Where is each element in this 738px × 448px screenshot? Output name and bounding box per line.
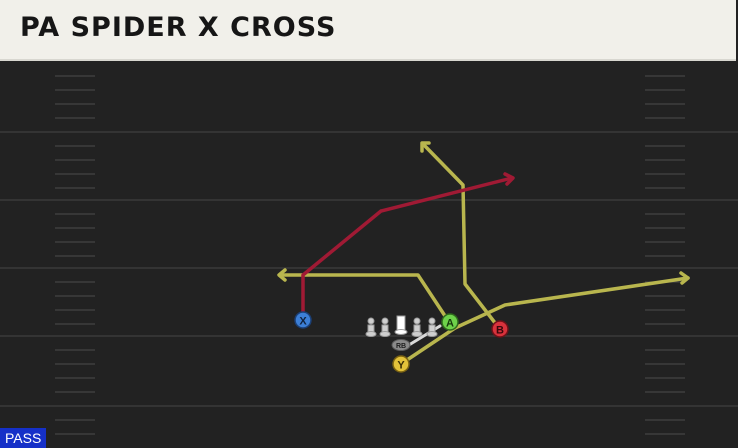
arrowhead-b — [420, 141, 431, 153]
player-a-label: A — [446, 318, 454, 330]
lineman-icon — [379, 317, 391, 337]
route-y — [399, 276, 690, 366]
route-x — [301, 176, 514, 322]
arrowhead-a — [277, 268, 287, 282]
player-x-label: X — [299, 316, 307, 328]
player-y-label: Y — [397, 360, 405, 372]
hash-marks — [55, 75, 685, 435]
arrowhead-x — [503, 172, 515, 186]
route-b — [421, 142, 501, 330]
title-bar: PA SPIDER X CROSS — [0, 0, 736, 61]
play-type-badge: PASS — [0, 428, 47, 448]
player-y: Y — [392, 355, 410, 373]
player-b-icon — [491, 320, 509, 338]
route-a — [278, 273, 451, 324]
player-b: B — [491, 320, 509, 338]
player-a: A — [441, 313, 459, 331]
offensive-line — [365, 315, 438, 337]
arrowhead-y — [679, 271, 690, 285]
lineman-icon — [411, 317, 423, 337]
player-rb-icon — [391, 339, 411, 351]
player-x-icon — [294, 311, 312, 329]
player-rb: RB — [391, 339, 411, 351]
player-rb-label: RB — [396, 343, 406, 350]
player-b-label: B — [496, 325, 504, 337]
lineman-icon — [426, 317, 438, 337]
play-title: PA SPIDER X CROSS — [20, 12, 337, 43]
center-icon — [394, 315, 408, 335]
player-y-icon — [392, 355, 410, 373]
player-x: X — [294, 311, 312, 329]
player-a-icon — [441, 313, 459, 331]
field-background — [0, 61, 738, 448]
play-diagram: X A B Y RB — [0, 61, 738, 448]
yard-lines — [0, 131, 738, 407]
lineman-icon — [365, 317, 377, 337]
